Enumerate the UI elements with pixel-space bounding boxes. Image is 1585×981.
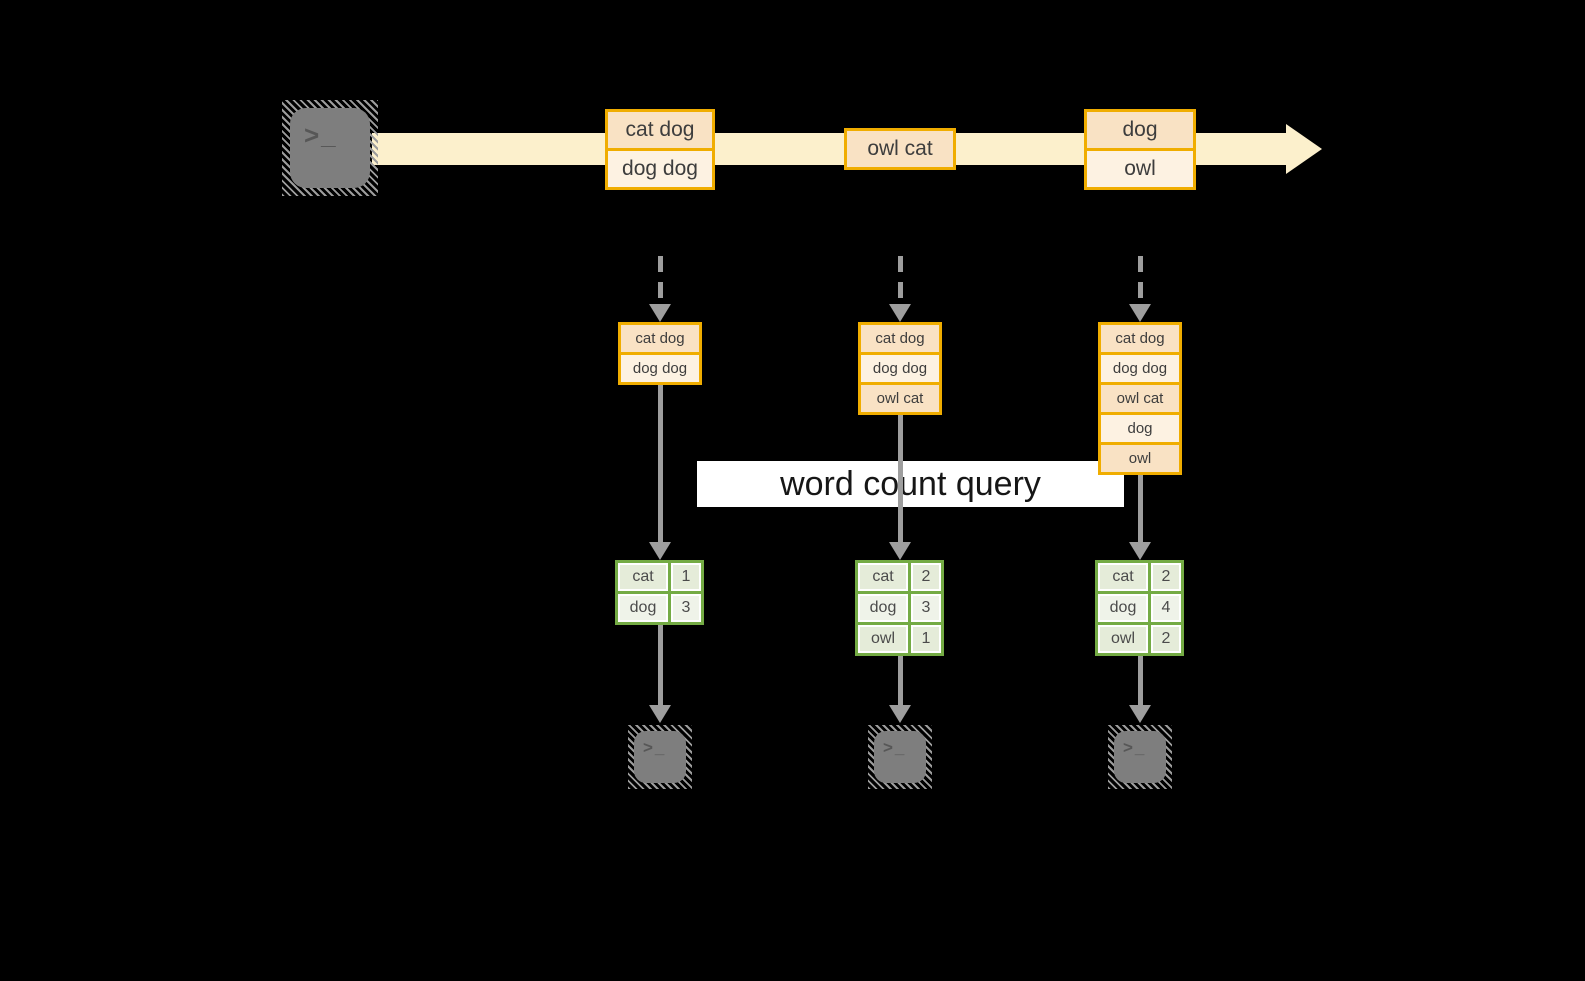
trigger-arrowhead-3 — [1129, 304, 1151, 322]
count-cell: 3 — [671, 594, 701, 622]
output-arrow-3 — [1138, 656, 1143, 706]
count-cell: 1 — [671, 563, 701, 591]
sink-terminal-icon-3: >_ — [1108, 725, 1172, 789]
query-arrow-1 — [658, 385, 663, 543]
input-state-box-3: cat dog dog dog owl cat dog owl — [1098, 322, 1182, 475]
count-cell: 2 — [1151, 563, 1181, 591]
query-arrowhead-2 — [889, 542, 911, 560]
word-cell: cat — [1098, 563, 1148, 591]
output-arrowhead-1 — [649, 705, 671, 723]
trigger-arrow-1 — [658, 256, 663, 306]
state-line: dog dog — [621, 352, 699, 382]
word-cell: owl — [1098, 625, 1148, 653]
count-table-3: cat 2 dog 4 owl 2 — [1095, 560, 1184, 656]
count-cell: 2 — [911, 563, 941, 591]
state-line: dog dog — [861, 352, 939, 382]
word-cell: owl — [858, 625, 908, 653]
query-label-band: word count query — [697, 461, 1124, 507]
terminal-prompt-icon: >_ — [874, 731, 926, 783]
event-line: cat dog — [608, 112, 712, 148]
stream-event-batch-2: owl cat — [844, 128, 956, 170]
count-table-1: cat 1 dog 3 — [615, 560, 704, 625]
query-arrow-2 — [898, 415, 903, 543]
source-terminal-icon: >_ — [282, 100, 378, 196]
word-cell: dog — [1098, 594, 1148, 622]
terminal-prompt-icon: >_ — [634, 731, 686, 783]
event-line: dog — [1087, 112, 1193, 148]
output-arrow-2 — [898, 656, 903, 706]
state-line: cat dog — [621, 325, 699, 352]
output-arrowhead-3 — [1129, 705, 1151, 723]
count-cell: 2 — [1151, 625, 1181, 653]
count-cell: 4 — [1151, 594, 1181, 622]
event-line: owl cat — [847, 131, 953, 167]
query-arrowhead-1 — [649, 542, 671, 560]
state-line: owl cat — [861, 382, 939, 412]
terminal-prompt-icon: >_ — [1114, 731, 1166, 783]
word-cell: dog — [618, 594, 668, 622]
count-cell: 1 — [911, 625, 941, 653]
terminal-prompt-icon: >_ — [290, 108, 370, 188]
word-cell: cat — [858, 563, 908, 591]
input-stream-arrowhead-icon — [1286, 124, 1322, 174]
output-arrowhead-2 — [889, 705, 911, 723]
word-cell: dog — [858, 594, 908, 622]
trigger-arrow-3 — [1138, 256, 1143, 306]
query-arrowhead-3 — [1129, 542, 1151, 560]
state-line: dog — [1101, 412, 1179, 442]
state-line: cat dog — [861, 325, 939, 352]
count-table-2: cat 2 dog 3 owl 1 — [855, 560, 944, 656]
state-line: dog dog — [1101, 352, 1179, 382]
state-line: owl cat — [1101, 382, 1179, 412]
word-cell: cat — [618, 563, 668, 591]
output-arrow-1 — [658, 625, 663, 706]
state-line: cat dog — [1101, 325, 1179, 352]
state-line: owl — [1101, 442, 1179, 472]
query-label: word count query — [780, 464, 1041, 503]
stream-event-batch-1: cat dog dog dog — [605, 109, 715, 190]
trigger-arrowhead-1 — [649, 304, 671, 322]
input-state-box-1: cat dog dog dog — [618, 322, 702, 385]
trigger-arrow-2 — [898, 256, 903, 306]
count-cell: 3 — [911, 594, 941, 622]
event-line: dog dog — [608, 148, 712, 187]
query-arrow-3 — [1138, 475, 1143, 543]
stream-event-batch-3: dog owl — [1084, 109, 1196, 190]
input-state-box-2: cat dog dog dog owl cat — [858, 322, 942, 415]
sink-terminal-icon-1: >_ — [628, 725, 692, 789]
sink-terminal-icon-2: >_ — [868, 725, 932, 789]
trigger-arrowhead-2 — [889, 304, 911, 322]
event-line: owl — [1087, 148, 1193, 187]
